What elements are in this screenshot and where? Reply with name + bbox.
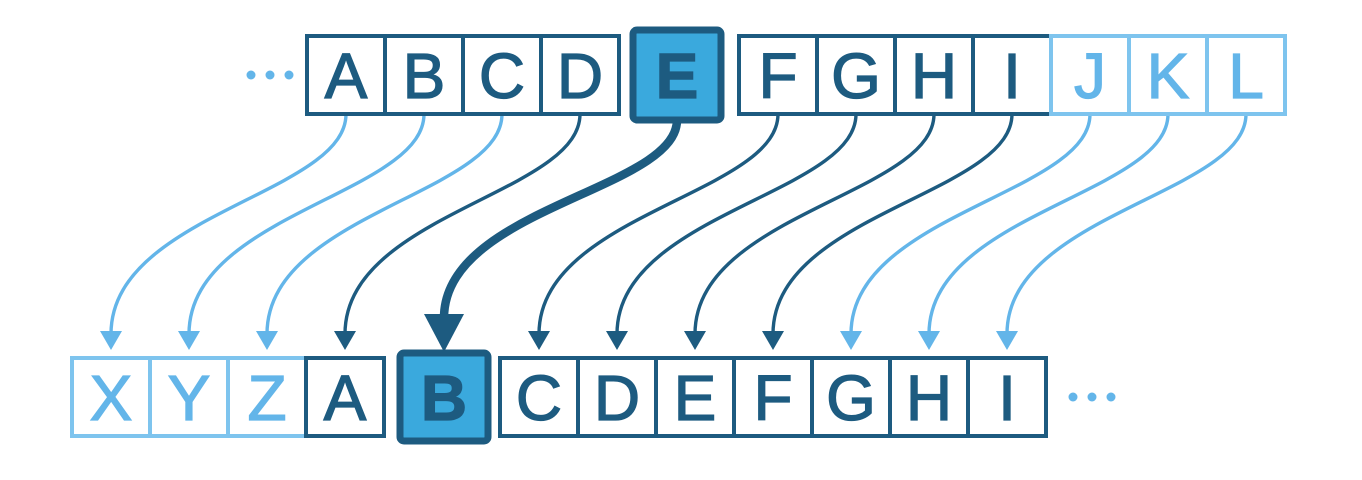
top-row-cell-G (815, 34, 897, 116)
bottom-row-cell-B (396, 349, 492, 445)
bottom-row-cell-A (304, 356, 386, 438)
bottom-row-letter-A: A (324, 362, 367, 434)
top-row-letter-F: F (758, 40, 797, 112)
top-row-cell-A (305, 34, 387, 116)
arrowhead-C-Z (256, 331, 278, 350)
arrow-C-to-Z (256, 112, 504, 350)
ellipsis-dot (265, 70, 275, 80)
top-row-letter-I: I (1003, 40, 1021, 112)
bottom-row-cell-E (654, 356, 736, 438)
arrowhead-K-H (918, 331, 940, 350)
ellipsis-dot (1106, 392, 1116, 402)
bottom-row-letter-D: D (594, 362, 640, 434)
ellipsis-dot (1068, 392, 1078, 402)
arrow-A-to-X (100, 112, 348, 350)
arrow-K-to-H (918, 112, 1170, 350)
arrow-G-to-D (606, 112, 858, 350)
top-row-cell-B (383, 34, 465, 116)
arrow-curve-E-B (439, 115, 682, 323)
bottom-row-letter-C: C (516, 362, 562, 434)
arrow-I-to-F (762, 112, 1014, 350)
arrowhead-H-E (684, 331, 706, 350)
arrowhead-D-A (334, 331, 356, 350)
top-row-letter-E: E (656, 40, 699, 112)
arrowhead-E-B (424, 314, 464, 352)
bottom-row-letter-Y: Y (168, 362, 211, 434)
top-row-letter-C: C (479, 40, 525, 112)
arrow-J-to-G (840, 112, 1092, 350)
top-row-cell-F (737, 34, 819, 116)
top-row-letter-D: D (557, 40, 603, 112)
arrow-F-to-C (528, 112, 780, 350)
top-row-cell-L (1205, 34, 1287, 116)
bottom-row-cell-I (966, 356, 1048, 438)
top-row-cell-D (539, 34, 621, 116)
arrowhead-G-D (606, 331, 628, 350)
bottom-row-cell-C (498, 356, 580, 438)
arrowhead-L-I (996, 331, 1018, 350)
top-row-cell-E (629, 26, 725, 124)
ellipsis-dot (246, 70, 256, 80)
top-row-ellipsis (246, 70, 294, 80)
arrow-curve-L-I (1005, 112, 1248, 336)
top-row-letter-K: K (1147, 40, 1190, 112)
mapping-arrows (100, 112, 1248, 352)
bottom-row-cell-G (810, 356, 892, 438)
arrow-B-to-Y (178, 112, 426, 350)
bottom-row-letter-F: F (753, 362, 792, 434)
arrow-curve-A-X (109, 112, 348, 336)
arrowhead-A-X (100, 331, 122, 350)
arrow-curve-D-A (343, 112, 582, 336)
arrow-curve-J-G (849, 112, 1092, 336)
arrow-H-to-E (684, 112, 936, 350)
arrowhead-B-Y (178, 331, 200, 350)
arrow-curve-G-D (615, 112, 858, 336)
ellipsis-dot (1087, 392, 1097, 402)
top-row-letter-L: L (1228, 40, 1264, 112)
arrow-curve-H-E (693, 112, 936, 336)
arrow-E-to-B (424, 115, 682, 352)
bottom-row-letter-E: E (674, 362, 717, 434)
top-row-letter-J: J (1074, 40, 1106, 112)
bottom-row-letter-I: I (998, 362, 1016, 434)
arrowhead-J-G (840, 331, 862, 350)
bottom-row-ellipsis (1068, 392, 1116, 402)
bottom-row-cell-F (732, 356, 814, 438)
bottom-row-letter-Z: Z (247, 362, 286, 434)
bottom-row-cell-Z (226, 356, 308, 438)
top-row-letter-A: A (325, 40, 368, 112)
bottom-row-letter-H: H (906, 362, 952, 434)
ellipsis-dot (284, 70, 294, 80)
arrowhead-F-C (528, 331, 550, 350)
arrow-curve-K-H (927, 112, 1170, 336)
bottom-row-letter-X: X (90, 362, 133, 434)
bottom-row-letter-G: G (826, 362, 876, 434)
top-row-letter-B: B (403, 40, 446, 112)
arrow-curve-C-Z (265, 112, 504, 336)
arrow-curve-F-C (537, 112, 780, 336)
bottom-row-cell-Y (148, 356, 230, 438)
arrow-curve-B-Y (187, 112, 426, 336)
top-row-letter-G: G (831, 40, 881, 112)
arrowhead-I-F (762, 331, 784, 350)
arrow-L-to-I (996, 112, 1248, 350)
top-row-cell-C (461, 34, 543, 116)
top-row-letter-H: H (911, 40, 957, 112)
bottom-row-letter-B: B (421, 362, 467, 434)
arrow-D-to-A (334, 112, 582, 350)
bottom-row-cell-D (576, 356, 658, 438)
arrow-curve-I-F (771, 112, 1014, 336)
